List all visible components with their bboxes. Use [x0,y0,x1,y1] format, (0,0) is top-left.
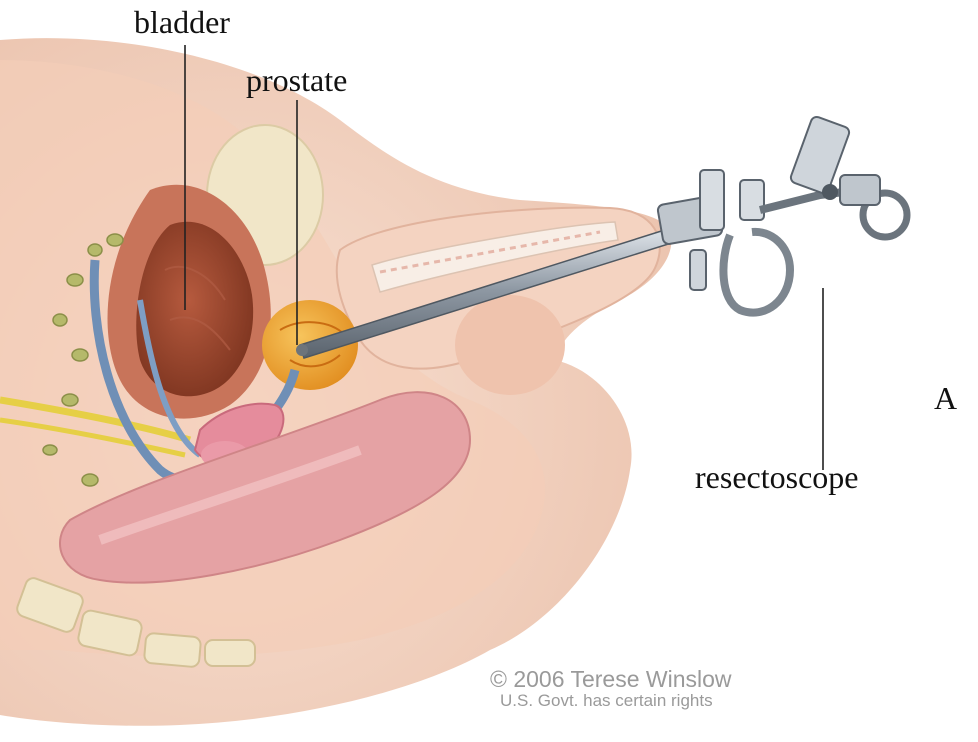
label-bladder: bladder [134,6,230,38]
label-resectoscope: resectoscope [695,461,858,493]
panel-label: A [934,382,957,414]
label-prostate: prostate [246,64,347,96]
scrotum [455,295,565,395]
credit-line-1: © 2006 Terese Winslow [490,668,732,691]
credit-line-2: U.S. Govt. has certain rights [500,692,713,709]
